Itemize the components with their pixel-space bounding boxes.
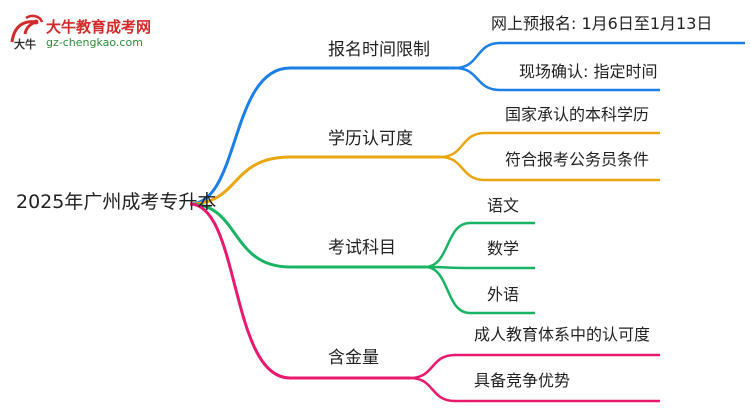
leaf-connector-degree-recognition-0 <box>439 131 660 159</box>
branch-connector-degree-recognition <box>189 155 440 206</box>
leaf-connector-degree-recognition-1 <box>439 155 660 182</box>
root-node-label: 2025年广州成考专升本 <box>16 191 217 213</box>
logo-title: 大牛教育成考网 <box>46 18 152 36</box>
branch-label-degree-recognition: 学历认可度 <box>328 129 413 149</box>
leaf-competitive-advantage: 具备竞争优势 <box>474 371 571 390</box>
leaf-chinese: 语文 <box>487 196 520 215</box>
bull-logo-icon: 大牛 <box>10 14 44 51</box>
leaf-connector-registration-time-0 <box>454 41 745 70</box>
branch-label-exam-subjects: 考试科目 <box>328 238 396 258</box>
branch-label-registration-time: 报名时间限制 <box>328 40 430 60</box>
leaf-connector-value-0 <box>409 353 660 380</box>
leaf-online-registration: 网上预报名: 1月6日至1月13日 <box>491 14 713 33</box>
branch-connector-registration-time <box>189 66 455 206</box>
leaf-connector-exam-subjects-1 <box>424 265 535 270</box>
leaf-connector-value-1 <box>409 376 660 403</box>
leaf-civil-service-eligible: 符合报考公务员条件 <box>505 150 650 169</box>
branch-connector-value <box>189 202 410 380</box>
site-logo: 大牛 大牛教育成考网 gz-chengkao.com <box>6 12 176 56</box>
branch-connector-exam-subjects <box>189 202 425 269</box>
logo-mark-text: 大牛 <box>14 37 36 51</box>
leaf-math: 数学 <box>487 239 520 258</box>
leaf-adult-education-recognition: 成人教育体系中的认可度 <box>474 325 651 344</box>
branch-label-value: 含金量 <box>328 348 379 368</box>
leaf-foreign-language: 外语 <box>487 285 520 304</box>
leaf-connector-exam-subjects-2 <box>424 265 535 315</box>
leaf-connector-exam-subjects-0 <box>424 221 535 269</box>
leaf-national-degree: 国家承认的本科学历 <box>505 105 650 124</box>
leaf-onsite-confirmation: 现场确认: 指定时间 <box>519 62 658 81</box>
logo-url: gz-chengkao.com <box>46 36 143 49</box>
leaf-connector-registration-time-1 <box>454 66 660 92</box>
